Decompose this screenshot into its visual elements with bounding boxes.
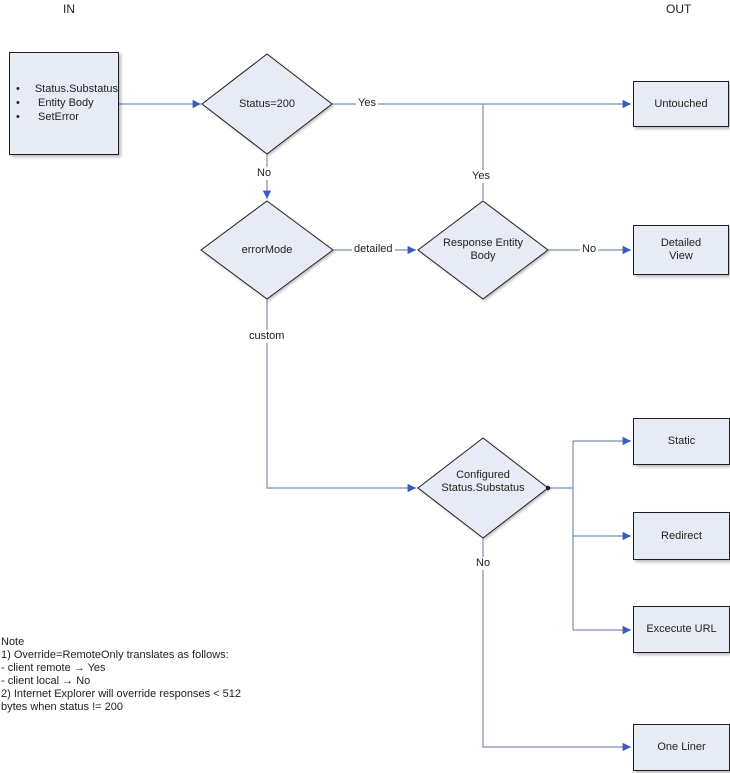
note-line: bytes when status != 200 [1, 701, 123, 713]
output-redirect-label: Redirect [661, 529, 702, 542]
input-list-item: Status.Substatus [10, 82, 118, 96]
edge-label-custom: custom [247, 330, 287, 343]
decision-status-200-label: Status=200 [239, 98, 295, 110]
output-redirect: Redirect [633, 512, 730, 560]
edge-label-detailed: detailed [352, 243, 395, 256]
edge-label-configured-no: No [474, 557, 493, 570]
output-execute-url-label: Excecute URL [646, 623, 717, 635]
output-one-liner-label: One Liner [657, 741, 706, 753]
output-untouched: Untouched [633, 81, 729, 127]
in-label: IN [63, 2, 75, 16]
output-static-label: Static [667, 435, 696, 447]
edge-label-reb-yes: Yes [470, 170, 492, 183]
output-one-liner: One Liner [633, 724, 730, 771]
edge-label-reb-no: No [580, 243, 599, 256]
input-list-item: Entity Body [10, 96, 118, 110]
input-box: Status.Substatus Entity Body SetError [9, 52, 119, 155]
decision-response-entity-body-label: Response Entity Body [442, 237, 524, 262]
edge-label-status-no: No [255, 167, 274, 180]
note-line: Note [1, 636, 25, 648]
edge-errormode-custom-to-configured [266, 299, 416, 493]
output-detailed-view-label: Detailed View [660, 237, 702, 262]
note-line: 1) Override=RemoteOnly translates as fol… [1, 649, 229, 661]
output-untouched-label: Untouched [654, 97, 708, 110]
decision-response-entity-body-shape [417, 200, 549, 300]
junction-dot [545, 485, 551, 491]
edge-label-status-yes: Yes [356, 97, 378, 110]
edge-configured-no-to-one-liner [482, 538, 631, 752]
note-line: - client remote → Yes [1, 662, 106, 674]
note-line: - client local → No [1, 675, 91, 687]
output-static: Static [633, 418, 730, 465]
note-line: 2) Internet Explorer will override respo… [1, 688, 241, 700]
note-block: Note 1) Override=RemoteOnly translates a… [1, 636, 241, 714]
decision-error-mode-label: errorMode [241, 244, 293, 256]
out-label: OUT [666, 2, 692, 16]
output-execute-url: Excecute URL [633, 606, 730, 653]
output-detailed-view: Detailed View [633, 225, 729, 275]
input-list-item: SetError [10, 110, 118, 124]
decision-configured-status-label: Configured Status.Substatus [441, 469, 525, 494]
